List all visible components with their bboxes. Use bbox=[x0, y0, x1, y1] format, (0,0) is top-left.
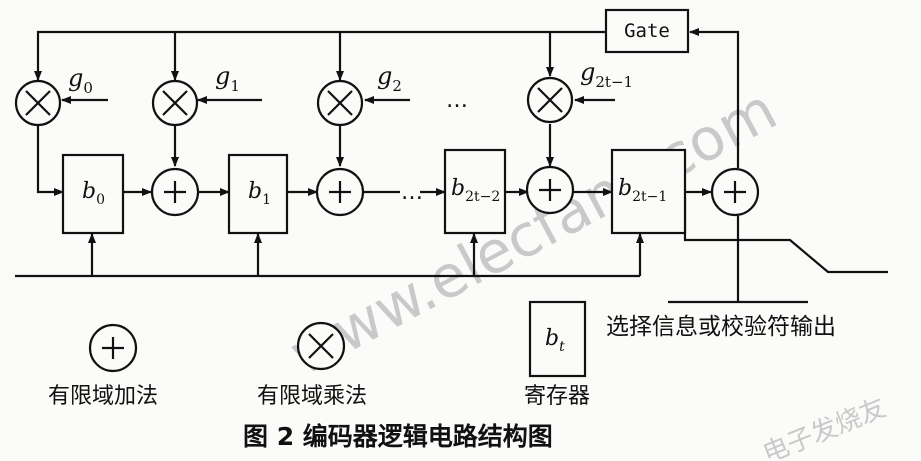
legend-register-sub: t bbox=[559, 339, 565, 355]
adder-2t-1 bbox=[525, 165, 575, 215]
output-label: 选择信息或校验符输出 bbox=[606, 314, 836, 340]
svg-text:g1: g1 bbox=[215, 62, 240, 95]
register-1-name: b bbox=[248, 179, 262, 204]
multiplier-ellipsis: … bbox=[446, 88, 468, 113]
gate-label: Gate bbox=[624, 20, 670, 42]
clock-bus bbox=[15, 233, 644, 278]
multiplier-3-sub: 2t−1 bbox=[595, 73, 633, 91]
multiplier-2: g2 bbox=[316, 62, 402, 127]
legend-register-name: b bbox=[545, 326, 559, 351]
multiplier-2-sub: 2 bbox=[392, 77, 402, 95]
register-3-name: b bbox=[618, 176, 632, 201]
legend-register-icon: bt bbox=[528, 300, 587, 378]
multiplier-2t-1: g2t−1 bbox=[526, 58, 633, 124]
register-2-name: b bbox=[451, 176, 465, 201]
register-2t-2: b2t−2 bbox=[443, 148, 507, 235]
register-2t-1: b2t−1 bbox=[610, 148, 687, 235]
svg-text:bt: bt bbox=[545, 326, 565, 355]
corner-watermark: 电子发烧友 bbox=[759, 393, 891, 461]
legend-multiplier-label: 有限域乘法 bbox=[257, 384, 367, 409]
multiplier-1-sub: 1 bbox=[230, 77, 240, 95]
svg-text:g0: g0 bbox=[68, 64, 93, 97]
legend-register-label: 寄存器 bbox=[524, 384, 590, 409]
legend: 有限域加法 有限域乘法 bt 寄存器 bbox=[48, 300, 590, 409]
multiplier-1-name: g bbox=[215, 62, 230, 90]
legend-adder-icon bbox=[88, 323, 138, 373]
svg-text:g2t−1: g2t−1 bbox=[580, 58, 633, 91]
multiplier-0: g0 bbox=[14, 64, 93, 127]
svg-text:b2t−1: b2t−1 bbox=[618, 176, 667, 205]
register-1: b1 bbox=[227, 153, 289, 235]
output-adder bbox=[710, 167, 760, 217]
multiplier-3-name: g bbox=[580, 58, 595, 86]
multiplier-0-name: g bbox=[68, 64, 83, 92]
register-1-sub: 1 bbox=[262, 192, 271, 208]
svg-text:b0: b0 bbox=[82, 179, 105, 208]
register-3-sub: 2t−1 bbox=[632, 189, 667, 205]
register-0: b0 bbox=[61, 153, 125, 235]
register-0-name: b bbox=[82, 179, 96, 204]
figure-caption: 图 2 编码器逻辑电路结构图 bbox=[243, 422, 553, 451]
multiplier-2-name: g bbox=[377, 62, 392, 90]
multiplier-0-sub: 0 bbox=[83, 79, 93, 97]
register-2-sub: 2t−2 bbox=[465, 189, 500, 205]
svg-text:b1: b1 bbox=[248, 179, 271, 208]
adder-1 bbox=[150, 167, 200, 217]
svg-text:b2t−2: b2t−2 bbox=[451, 176, 500, 205]
adder-2 bbox=[315, 167, 365, 217]
feedback-wiring bbox=[34, 28, 740, 168]
svg-text:g2: g2 bbox=[377, 62, 402, 95]
legend-multiplier-icon bbox=[296, 321, 346, 371]
register-0-sub: 0 bbox=[96, 192, 105, 208]
multiplier-1: g1 bbox=[151, 62, 240, 127]
adder-ellipsis: … bbox=[401, 180, 423, 205]
legend-adder-label: 有限域加法 bbox=[48, 384, 158, 409]
gate-box bbox=[604, 8, 690, 54]
